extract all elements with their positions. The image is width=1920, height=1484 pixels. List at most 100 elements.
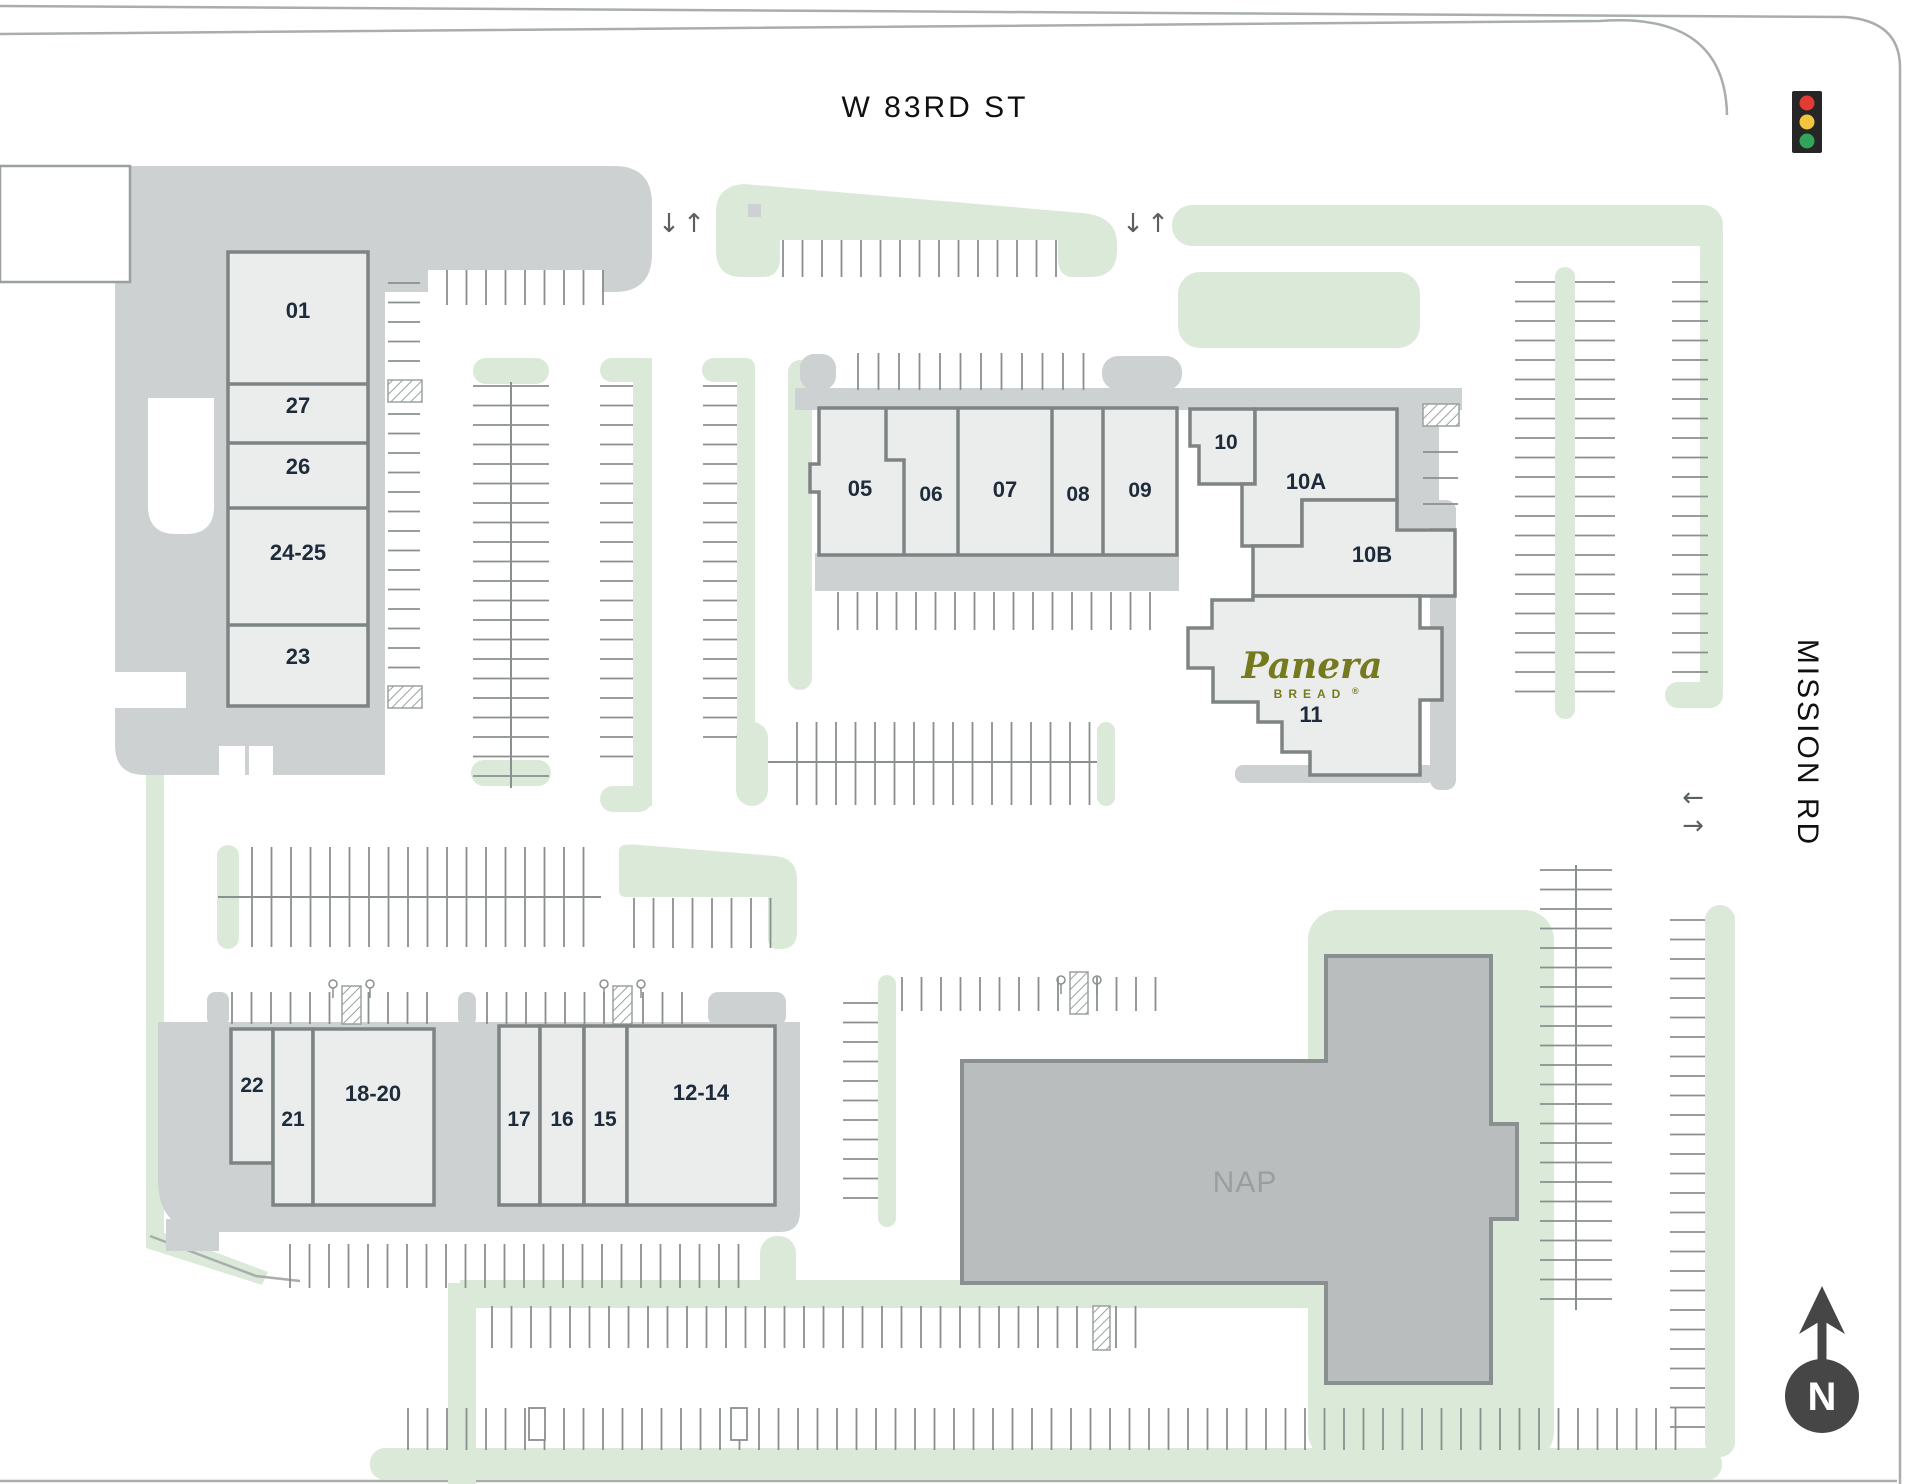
parking-row [796,722,1091,805]
landscape-band-right [1700,222,1723,700]
entry-arrow-up-icon: ↑ [1147,209,1169,239]
landscape-strip [633,358,652,806]
unit-shape-10B[interactable] [1251,498,1457,598]
unit-label-10B: 10B [1352,542,1392,567]
signal-yellow-light [1799,114,1815,130]
unit-label-07: 07 [993,477,1017,502]
buildings: 01 27 26 24-25 23 05 06 07 08 09 10 10A … [226,250,1519,1385]
entry-arrow-right-icon: → [1682,811,1704,841]
landscape-cap [736,722,768,806]
unit-label-23: 23 [286,644,310,669]
unit-shape-22[interactable] [229,1027,275,1165]
unit-label-08: 08 [1066,483,1090,506]
light-pole-icon [599,979,609,998]
parking-row [857,353,1085,390]
pad-finger [207,992,229,1026]
parking-rows [218,240,1708,1450]
unit-label-01: 01 [286,298,310,323]
landscape-wedge-top [716,184,1117,277]
pad-notch [249,746,273,776]
parking-row [1515,281,1555,693]
unit-label-21: 21 [281,1108,305,1131]
parking-row [633,898,772,948]
unit-label-10: 10 [1214,431,1237,454]
entry-arrow-up-icon: ↑ [683,209,705,239]
landscape-band-lowerright [1705,905,1735,1457]
unit-label-15: 15 [593,1108,617,1131]
pad-notch [219,746,245,776]
unit-label-26: 26 [286,454,310,479]
entry-arrow-down-icon: ↓ [658,209,680,239]
parking-row [1423,451,1458,505]
unit-label-12-14: 12-14 [673,1080,730,1105]
unit-label-16: 16 [550,1108,573,1131]
light-pole-icon [328,979,338,998]
road-south-edge [0,19,1729,116]
pad-finger [708,992,786,1026]
parking-row [837,592,1151,630]
street-edges [0,4,1902,1484]
unit-label-22: 22 [240,1074,263,1097]
outparcel-box [0,164,132,284]
light-pole-icon [636,979,646,998]
crosswalk-hatch [341,985,362,1025]
unit-divider [884,408,906,555]
entry-arrow-left-icon: ← [1682,783,1704,813]
light-pole-icon [1056,975,1066,994]
parking-row [388,413,420,669]
unit-shape-11-panera[interactable] [1186,594,1444,777]
unit-label-17: 17 [507,1108,530,1131]
unit-label-27: 27 [286,393,310,418]
pad-corridor [148,398,214,534]
parking-row [703,385,737,738]
landscape-hook-right [1665,682,1723,708]
parking-row [491,1306,1137,1348]
landscape-cap [473,358,549,384]
entry-arrows: ↓ ↑ ↓ ↑ ← → [658,209,1704,841]
cart-corral [528,1407,546,1441]
unit-shape-01-23-strip[interactable] [226,250,370,708]
landscape-band-bottom [370,1448,1722,1480]
parking-row [1672,281,1708,673]
landscape-cap [1097,722,1115,806]
light-pole-icon [1092,975,1102,994]
pad-bump [800,354,836,390]
street-label-mission: MISSION RD [1791,639,1824,847]
pad-center-top [795,388,1462,410]
parking-row [289,1244,740,1288]
nap-label: NAP [1213,1166,1278,1199]
parking-row [600,385,633,758]
road-north-east-edge [0,4,1902,1484]
parking-row [1575,281,1615,693]
crosswalk-hatch [1092,1305,1111,1351]
landscape-strip [788,360,812,690]
panera-registered-mark: ® [1352,686,1359,696]
crosswalk-hatch [612,985,633,1025]
unit-label-11: 11 [1299,702,1322,727]
pad-notch [428,270,602,306]
parking-row [782,240,1057,277]
landscape-band-topright [1172,205,1723,246]
cart-corral [730,1407,748,1441]
landscape-cap [600,786,652,812]
landscape-median [1555,267,1575,719]
unit-shape-17[interactable] [497,1024,542,1207]
signal-red-light [1799,95,1815,111]
unit-shape-15[interactable] [582,1024,629,1207]
landscape-wedge-mid [619,844,797,949]
landscape-cap [760,1236,796,1306]
landscape-strip [737,358,755,766]
panera-logo-text: Panera [1241,645,1383,687]
signal-green-light [1799,133,1815,149]
crosswalk-hatch [387,379,423,403]
crosswalk-hatch [1422,403,1460,427]
unit-shape-12-14[interactable] [625,1024,777,1207]
parking-row [407,1408,1677,1450]
unit-label-10A: 10A [1286,469,1326,494]
panera-bread-text: BREAD [1274,687,1347,701]
unit-shape-18-20[interactable] [311,1027,436,1207]
crosswalk-hatch [1069,971,1089,1015]
entry-arrow-down-icon: ↓ [1122,209,1144,239]
unit-shape-05-09-strip[interactable] [808,406,1179,557]
